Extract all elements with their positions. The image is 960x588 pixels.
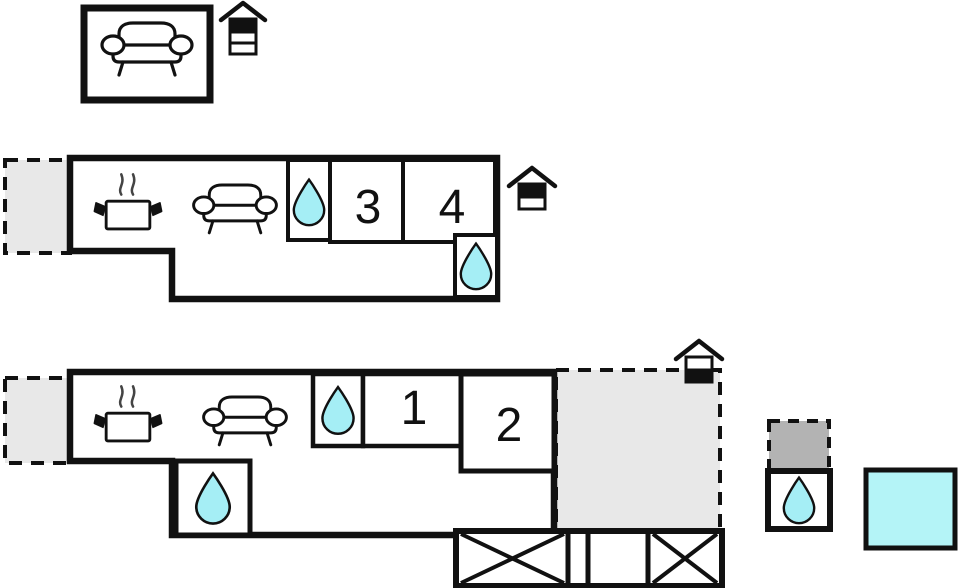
floor-ground-group: 1 2 [3,341,725,588]
parking-bay-4-mark [651,532,719,585]
terrace-left-upper [3,158,72,255]
house-icon-3-story-top-highlighted [221,3,265,54]
parking-bays-group [453,528,725,588]
detached-group [765,419,958,551]
terrace-left-lower [3,376,72,465]
balcony-gray-dashed [767,419,831,473]
bedroom-1-number: 1 [401,382,428,435]
bedroom-3-number: 3 [355,181,382,234]
bedroom-4-room [401,158,497,244]
parking-bay-1-mark [460,532,565,585]
floor-first-group: 3 4 [3,154,555,303]
terrace-right-lower [554,368,722,537]
swimming-pool [863,467,958,551]
bedroom-2-number: 2 [496,399,523,452]
bedroom-4-number: 4 [439,181,466,234]
house-icon-2-story-top-highlighted [509,168,555,209]
bedroom-2-room [458,371,557,474]
floor-attic-group [80,3,265,104]
